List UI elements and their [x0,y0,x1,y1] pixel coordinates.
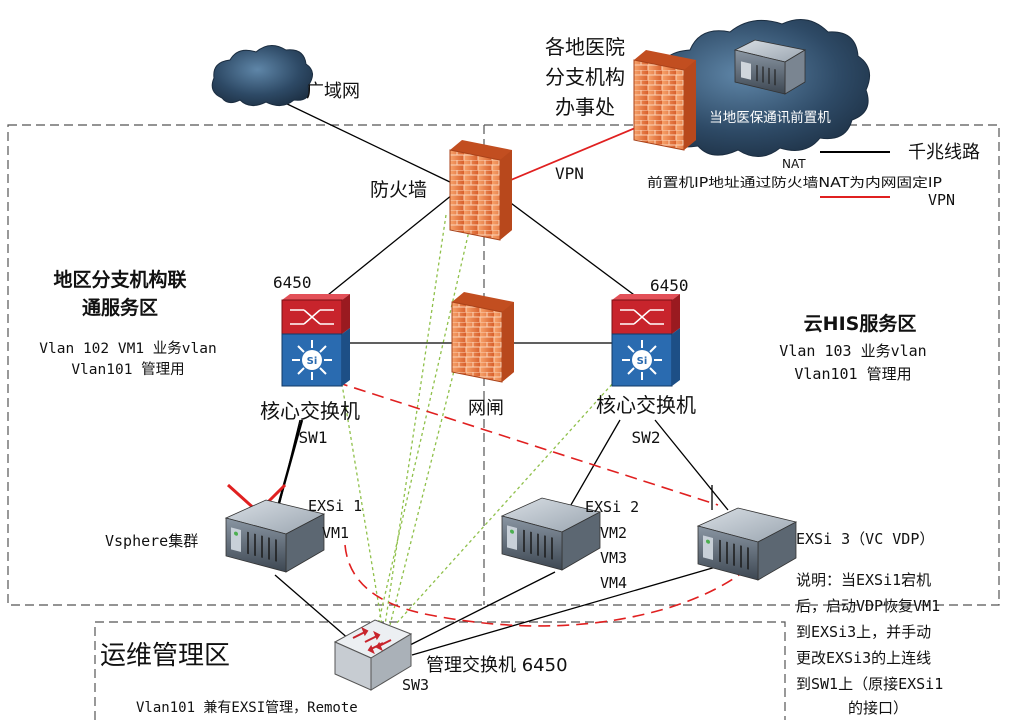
sw1-model: 6450 [273,273,312,292]
cloud-icon [211,45,313,106]
mgmt-links [337,204,633,626]
region-left-vlan-2: Vlan101 管理用 [71,361,184,378]
svg-text:到EXSi3上，并手动: 到EXSi3上，并手动 [796,623,931,641]
branch-label-line2: 分支机构 [545,65,625,89]
region-left-vlan-1: Vlan 102 VM1 业务vlan [39,340,216,357]
zone-main [7,124,1000,606]
vsphere-label: Vsphere集群 [105,532,198,550]
exsi1-vm: VM1 [322,524,349,542]
server-icon [733,39,807,95]
svg-text:更改EXSi3的上连线: 更改EXSi3的上连线 [796,649,931,667]
core-switch-1-label: 核心交换机 [260,399,360,423]
exsi2-label: EXSi 2 [585,498,639,516]
server-icon [224,499,326,573]
svg-text:的接口）: 的接口） [848,699,908,717]
vpn-link [505,125,641,183]
zone-ops [94,621,786,720]
region-right-vlan-1: Vlan 103 业务vlan [779,342,926,360]
nat-label: NAT [782,157,806,171]
gatekeeper-label: 网闸 [468,398,504,419]
mgmt-switch-label: 管理交换机 6450 [426,655,568,676]
frontend-machine-label: 当地医保通讯前置机 [709,109,831,126]
gigabit-links [257,89,741,656]
sw2-model: 6450 [650,276,689,295]
exsi2-vm4: VM4 [600,574,627,592]
explanation-note: 说明：当EXSi1宕机 后，启动VDP恢复VM1 到EXSi3上，并手动 更改E… [796,571,943,717]
firewall-icon [449,140,512,241]
svg-text:说明：当EXSi1宕机: 说明：当EXSi1宕机 [796,571,931,589]
vpn-link-label: VPN [555,164,584,183]
core-switch-2-label: 核心交换机 [596,393,696,417]
firewall-icon [451,292,514,383]
server-icon [500,497,602,571]
region-right-vlan-2: Vlan101 管理用 [794,365,911,383]
branch-label-line1: 各地医院 [545,35,625,59]
sw3-label: SW3 [402,676,429,694]
ops-vlan-note: Vlan101 兼有EXSI管理，Remote [136,700,358,716]
server-icon [696,507,798,581]
exsi3-label: EXSi 3（VC VDP） [796,530,934,548]
sw2-label: SW2 [632,428,661,447]
region-right-title: 云HIS服务区 [804,312,917,335]
exsi2-vm3: VM3 [600,549,627,567]
legend-vpn-label: VPN [928,191,955,209]
core-switch-icon: Si [281,294,350,387]
region-left-title-1: 地区分支机构联 [53,268,186,291]
svg-text:Si: Si [637,356,648,367]
migration-path [335,381,753,627]
svg-text:Si: Si [307,356,318,367]
exsi1-label: EXSi 1 [308,497,362,515]
exsi2-vm2: VM2 [600,524,627,542]
mgmt-switch-icon [333,619,413,691]
legend-gigabit-label: 千兆线路 [908,142,980,163]
sw1-label: SW1 [299,428,328,447]
svg-text:到SW1上（原接EXSi1: 到SW1上（原接EXSi1 [796,675,943,693]
core-switch-icon: Si [611,294,680,387]
firewall-icon [633,50,696,151]
firewall-label: 防火墙 [370,179,427,201]
gigabit-thick [275,419,304,511]
branch-label-line3: 办事处 [555,95,615,119]
svg-text:后，启动VDP恢复VM1: 后，启动VDP恢复VM1 [796,597,940,615]
wan-label: 广域网 [306,81,360,102]
region-left-title-2: 通服务区 [82,296,158,319]
ops-zone-label: 运维管理区 [100,641,230,671]
nat-note: 前置机IP地址通过防火墙NAT为内网固定IP [647,175,942,191]
